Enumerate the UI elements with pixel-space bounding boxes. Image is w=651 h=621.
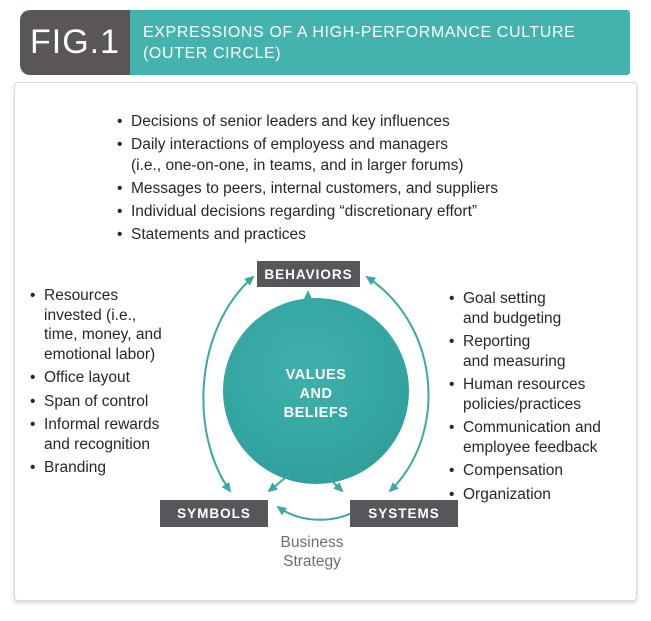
business-strategy-caption: Business Strategy (280, 534, 344, 570)
list-item: Communication and employee feedback (447, 418, 642, 457)
systems-node: SYSTEMS (350, 500, 458, 527)
list-item: Informal rewards and recognition (28, 415, 213, 454)
behaviors-node: BEHAVIORS (257, 261, 360, 287)
list-item: Decisions of senior leaders and key infl… (115, 111, 575, 132)
list-item: Resources invested (i.e., time, money, a… (28, 286, 213, 364)
list-item: Goal setting and budgeting (447, 289, 642, 328)
values-beliefs-label: VALUES AND BELIEFS (283, 367, 349, 421)
list-item: Human resources policies/practices (447, 375, 642, 414)
figure-number-badge: FIG.1 (20, 10, 130, 75)
list-item: Reporting and measuring (447, 332, 642, 371)
figure-number: FIG.1 (29, 23, 121, 61)
list-item: Span of control (28, 392, 213, 412)
list-item: Organization (447, 485, 642, 505)
figure-header-bar: EXPRESSIONS OF A HIGH-PERFORMANCE CULTUR… (130, 10, 630, 75)
list-item: Branding (28, 458, 213, 478)
behaviors-expressions-list: Decisions of senior leaders and key infl… (115, 111, 575, 247)
list-item: Compensation (447, 461, 642, 481)
list-item: Daily interactions of employess and mana… (115, 134, 575, 176)
list-item: Messages to peers, internal customers, a… (115, 178, 575, 199)
list-item: Individual decisions regarding “discreti… (115, 201, 575, 222)
systems-expressions-list: Goal setting and budgeting Reporting and… (447, 289, 642, 508)
symbols-node: SYMBOLS (160, 500, 268, 527)
list-item: Statements and practices (115, 224, 575, 245)
figure-title: EXPRESSIONS OF A HIGH-PERFORMANCE CULTUR… (143, 23, 576, 62)
symbols-expressions-list: Resources invested (i.e., time, money, a… (28, 286, 213, 482)
list-item: Office layout (28, 368, 213, 388)
